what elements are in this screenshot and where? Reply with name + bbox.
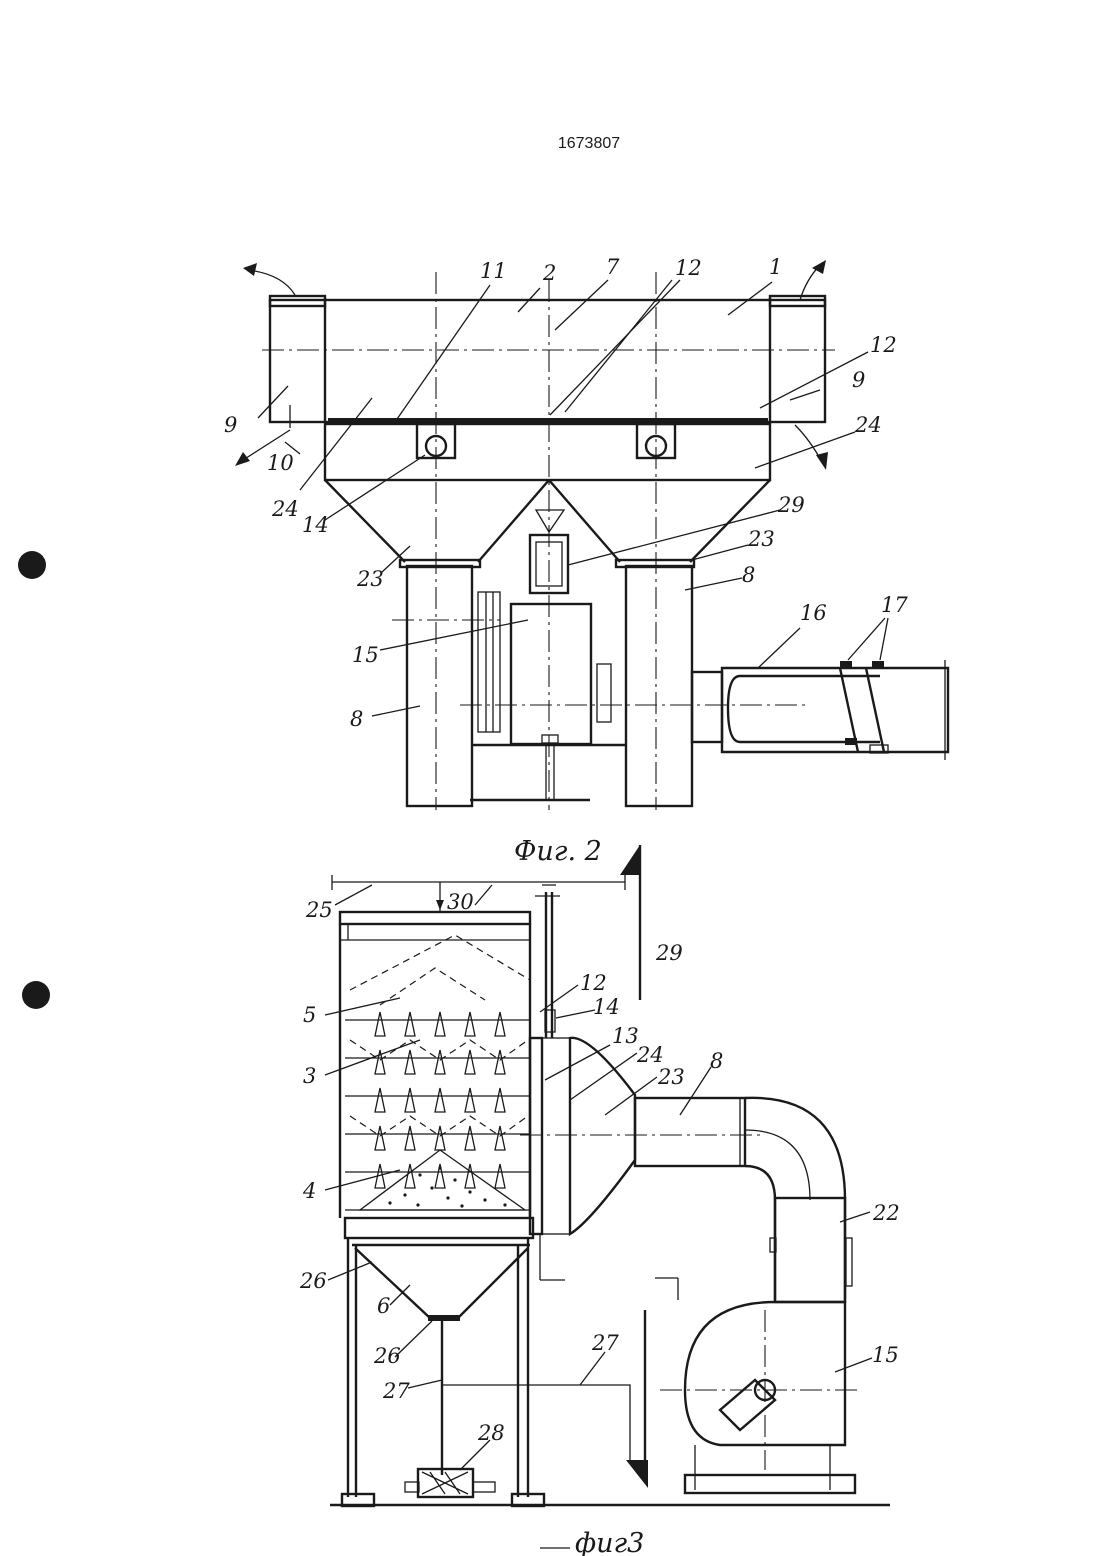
fig3-label-4: 4 xyxy=(302,1179,316,1203)
fig3-label-6: 6 xyxy=(377,1294,390,1318)
fig3-label-22: 22 xyxy=(872,1201,900,1225)
fig2-label-29: 29 xyxy=(777,493,805,517)
fig3-label-13: 13 xyxy=(612,1024,639,1048)
fig2-label-14: 14 xyxy=(302,513,329,537)
cone-row-2 xyxy=(375,1050,505,1074)
fig2-label-15: 15 xyxy=(352,643,379,667)
figure-2-drawing xyxy=(235,260,948,810)
fig2-label-10: 10 xyxy=(267,451,294,475)
figure-3-drawing xyxy=(330,875,890,1506)
fig2-label-9-right: 9 xyxy=(852,368,865,392)
fig2-label-24-right: 24 xyxy=(854,413,882,437)
fig3-label-26-lower: 26 xyxy=(373,1344,401,1368)
fig3-label-28: 28 xyxy=(477,1421,505,1445)
figure-3-labels: 25 30 29 12 14 5 13 24 23 8 3 4 22 26 6 … xyxy=(299,890,900,1445)
cone-row-4 xyxy=(375,1126,505,1150)
fig3-label-27-right: 27 xyxy=(591,1331,619,1355)
fig2-label-23-right: 23 xyxy=(747,527,775,551)
fig2-label-7: 7 xyxy=(606,255,620,279)
fig3-label-12: 12 xyxy=(580,971,607,995)
figure-2-labels: 11 2 7 12 1 12 9 9 24 10 24 14 29 23 23 … xyxy=(224,255,908,731)
fig2-label-23-left: 23 xyxy=(356,567,384,591)
fig2-label-16: 16 xyxy=(800,601,827,625)
fig2-caption: Фиг. 2 xyxy=(514,836,602,867)
fig3-label-30: 30 xyxy=(447,890,474,914)
fig3-label-27-left: 27 xyxy=(382,1379,410,1403)
fig3-label-5: 5 xyxy=(303,1003,316,1027)
fig3-caption: фиг3 xyxy=(575,1528,644,1556)
fig2-label-11: 11 xyxy=(480,259,507,283)
fig2-label-8-left: 8 xyxy=(350,707,363,731)
fig3-label-29: 29 xyxy=(655,941,683,965)
document-number: 1673807 xyxy=(558,135,620,152)
fig2-label-12-top: 12 xyxy=(675,256,702,280)
fig2-label-12-right: 12 xyxy=(870,333,897,357)
punch-hole-bottom xyxy=(22,981,50,1009)
fig3-label-23: 23 xyxy=(657,1065,685,1089)
fig2-label-9-left: 9 xyxy=(224,413,237,437)
fig3-label-26-left: 26 xyxy=(299,1269,327,1293)
fig3-label-25: 25 xyxy=(305,898,333,922)
fig3-label-15: 15 xyxy=(872,1343,899,1367)
section-arrow-icon xyxy=(620,845,640,875)
fig2-label-8-right: 8 xyxy=(742,563,755,587)
fig2-label-2: 2 xyxy=(542,261,556,285)
fig3-label-24: 24 xyxy=(636,1043,664,1067)
fig3-label-3: 3 xyxy=(303,1064,316,1088)
fig2-label-1: 1 xyxy=(769,255,782,279)
fig2-label-17: 17 xyxy=(881,593,908,617)
punch-hole-top xyxy=(18,551,46,579)
cone-row-1 xyxy=(375,1012,505,1036)
fig2-label-24-left: 24 xyxy=(271,497,299,521)
fig3-label-8: 8 xyxy=(710,1049,723,1073)
cone-row-3 xyxy=(375,1088,505,1112)
fig3-label-14: 14 xyxy=(593,995,620,1019)
